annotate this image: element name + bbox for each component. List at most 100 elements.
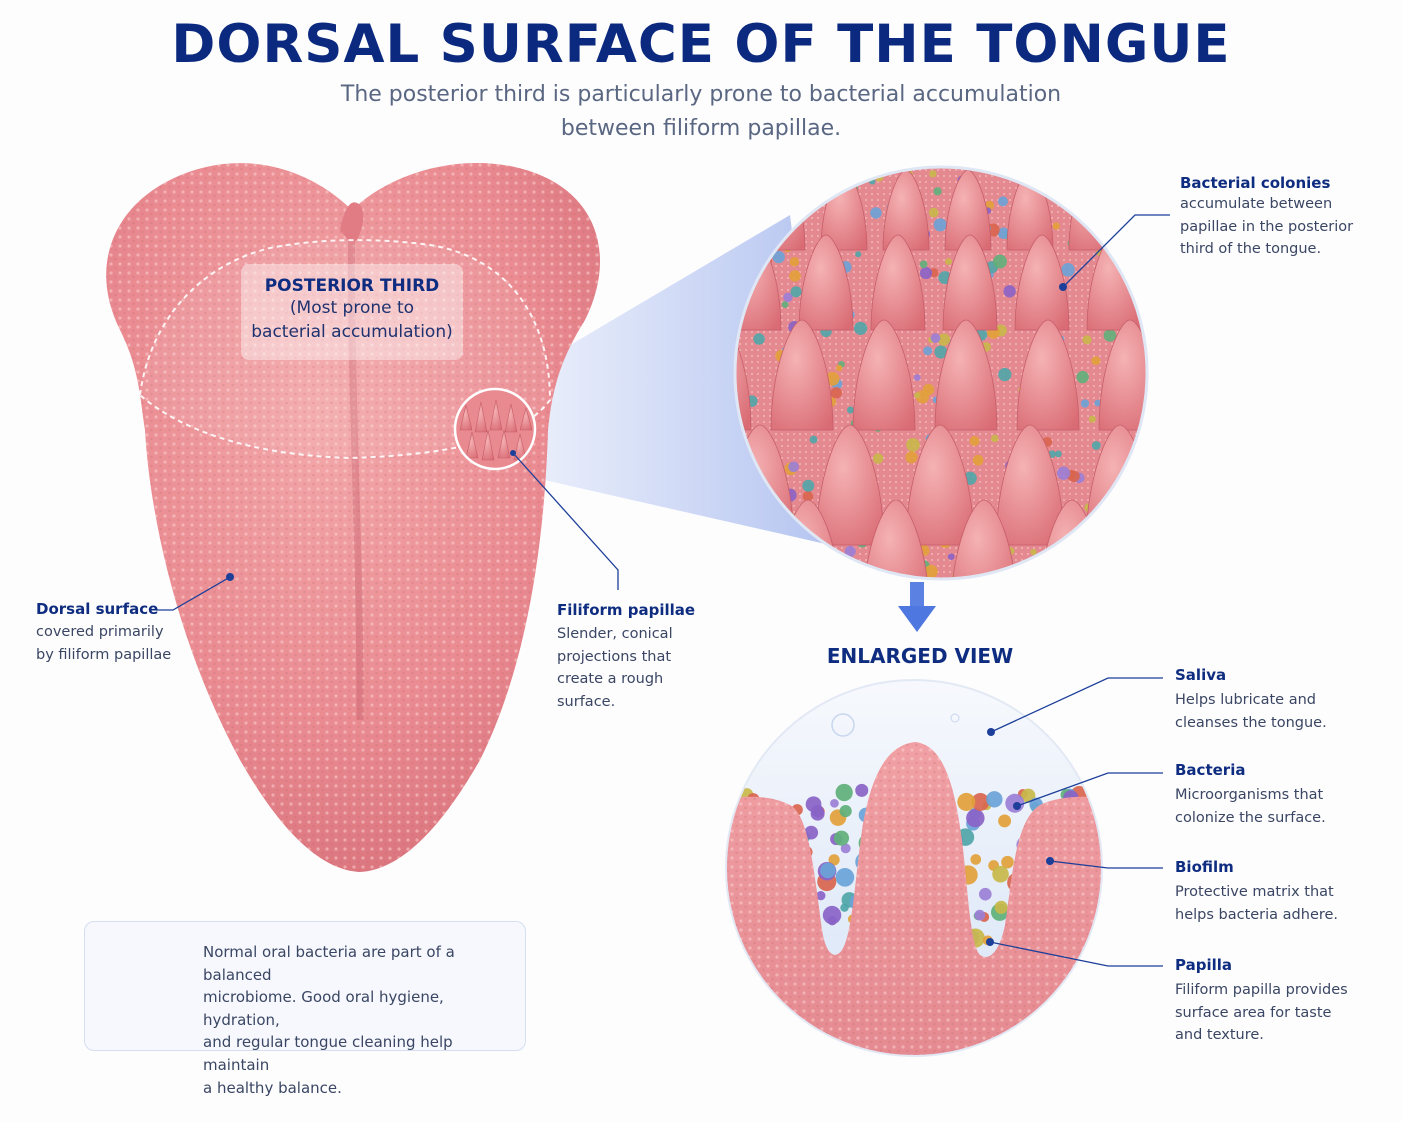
- callout-papilla-title: Papilla: [1175, 956, 1232, 974]
- bacterium: [828, 854, 840, 866]
- papilla-cone: [1014, 234, 1070, 331]
- bacterium: [826, 552, 836, 562]
- bacterium: [800, 167, 814, 178]
- info-text-line-4: a healthy balance.: [203, 1078, 342, 1097]
- papilla-cone: [870, 234, 926, 331]
- posterior-third-title: POSTERIOR THIRD: [264, 276, 440, 296]
- bacterium: [930, 333, 941, 343]
- bacterium: [803, 183, 818, 198]
- bacterium: [947, 553, 955, 561]
- posterior-third-desc: (Most prone to bacterial accumulation): [241, 296, 463, 344]
- callout-colonies-line-2: papillae in the posterior: [1180, 218, 1354, 235]
- papilla-cone: [942, 234, 998, 331]
- callout-colonies-title: Bacterial colonies: [1180, 174, 1331, 192]
- bacterium: [906, 438, 920, 452]
- page-title: DORSAL SURFACE OF THE TONGUE: [171, 14, 1231, 75]
- callout-colonies-line-3: third of the tongue.: [1180, 241, 1322, 257]
- callout-filiform-line-3: create a rough: [557, 671, 664, 687]
- bacterium: [830, 387, 842, 399]
- bacterium: [933, 218, 947, 232]
- info-card: [84, 921, 526, 1051]
- bacterium: [783, 292, 793, 303]
- bacterium: [913, 374, 921, 381]
- info-text-line-2: microbiome. Good oral hygiene, hydration…: [203, 988, 444, 1029]
- bacterium: [1091, 441, 1101, 450]
- bacterium: [1080, 399, 1090, 408]
- bacterium: [1061, 263, 1075, 277]
- bacterium: [972, 454, 984, 466]
- bacterium: [833, 830, 850, 846]
- bacterium: [788, 461, 799, 473]
- callout-filiform-line-4: surface.: [557, 693, 616, 710]
- bacterium: [1115, 167, 1125, 176]
- bacterium: [789, 256, 800, 267]
- bacterium: [1003, 167, 1012, 176]
- bacterium: [969, 436, 980, 446]
- callout-filiform-papillae: Filiform papillae Slender, conical proje…: [557, 601, 695, 713]
- bacterium: [993, 254, 1007, 269]
- leader-dorsal: [156, 576, 231, 611]
- posterior-third-desc-line-1: (Most prone to: [289, 298, 415, 318]
- bacterium: [835, 783, 853, 802]
- bacterium: [870, 207, 882, 219]
- bacterium: [922, 383, 935, 396]
- enlarged-view-title: ENLARGED VIEW: [826, 644, 1014, 668]
- bacterium: [1051, 175, 1062, 185]
- bacterium: [820, 862, 836, 879]
- callout-bacteria-line-1: Microorganisms that: [1175, 787, 1324, 803]
- callout-biofilm-line-2: helps bacteria adhere.: [1175, 906, 1339, 923]
- callout-saliva: Saliva Helps lubricate and cleanses the …: [1175, 666, 1327, 734]
- papilla-cone: [815, 424, 885, 546]
- bacterium: [974, 909, 986, 921]
- magnified-circle-border: [733, 165, 1149, 581]
- bacterium: [945, 258, 952, 266]
- bacterium: [790, 286, 802, 298]
- bacterium: [986, 791, 1003, 808]
- bacterium: [772, 250, 785, 264]
- leader-filiform: [512, 452, 619, 590]
- bacterium: [1126, 239, 1134, 247]
- bacterium: [978, 887, 992, 901]
- bacterium: [781, 301, 789, 308]
- callout-dorsal-line-2: by filiform papillae: [36, 646, 172, 663]
- callout-papilla: Papilla Filiform papilla provides surfac…: [1175, 956, 1348, 1047]
- bacterium: [1126, 569, 1135, 578]
- bacterium: [992, 865, 1009, 883]
- bacterium: [855, 783, 869, 797]
- down-arrow-icon: [898, 582, 936, 632]
- papilla-cone: [905, 424, 975, 546]
- callout-saliva-title: Saliva: [1175, 666, 1227, 684]
- callout-bacteria: Bacteria Microorganisms that colonize th…: [1175, 761, 1326, 829]
- bacterium: [835, 364, 843, 372]
- bacterium: [847, 406, 855, 414]
- bacterium: [809, 435, 818, 444]
- bacterium: [1001, 167, 1011, 177]
- bacterium: [934, 345, 948, 359]
- callout-bacterial-colonies: Bacterial colonies accumulate between pa…: [1180, 174, 1353, 261]
- small-magnifier: [455, 389, 535, 469]
- callout-biofilm: Biofilm Protective matrix that helps bac…: [1175, 858, 1338, 926]
- bacterium: [923, 346, 933, 356]
- bacterium: [1018, 172, 1026, 180]
- papilla-cone: [852, 319, 916, 431]
- bacterium: [1120, 208, 1130, 218]
- bacterium: [1088, 183, 1101, 195]
- bacterium: [1128, 168, 1135, 176]
- bacterium: [1091, 356, 1101, 366]
- bacterium: [929, 170, 937, 178]
- bacterium: [835, 868, 855, 887]
- callout-bacteria-line-2: colonize the surface.: [1175, 809, 1326, 826]
- callout-filiform-line-1: Slender, conical: [557, 626, 673, 642]
- papilla-cone: [735, 169, 744, 251]
- papilla-cone: [862, 499, 930, 579]
- bacterium: [1068, 470, 1080, 483]
- bacterium: [971, 793, 990, 811]
- papilla-cone: [1068, 169, 1116, 251]
- bacterium: [811, 561, 820, 569]
- callout-filiform-line-2: projections that: [557, 648, 672, 665]
- subtitle-line-1: The posterior third is particularly pron…: [340, 82, 1062, 107]
- bacterium: [843, 559, 850, 566]
- bacterium: [854, 576, 861, 579]
- bacterium: [905, 451, 918, 464]
